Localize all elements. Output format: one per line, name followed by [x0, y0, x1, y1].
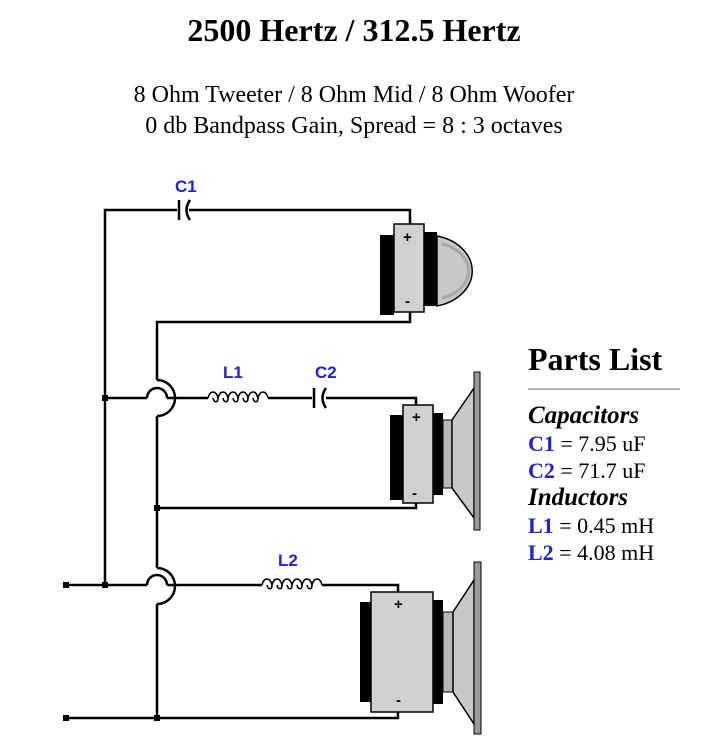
mid-plus-label: +: [412, 409, 421, 426]
part-value: = 0.45 mH: [559, 513, 655, 538]
l1-label: L1: [223, 363, 243, 382]
part-row-l1: L1 = 0.45 mH: [528, 512, 688, 539]
subtitle-drivers: 8 Ohm Tweeter / 8 Ohm Mid / 8 Ohm Woofer: [133, 82, 575, 108]
woofer-minus-label: -: [396, 692, 401, 709]
inductor-l2: [261, 578, 323, 590]
part-ref: C2: [528, 458, 555, 483]
part-row-l2: L2 = 4.08 mH: [528, 539, 688, 566]
tweeter-driver: [380, 223, 473, 315]
part-ref: L1: [528, 513, 554, 538]
tweeter-plus-label: +: [403, 229, 412, 246]
woofer-driver: [360, 561, 482, 735]
part-row-c2: C2 = 71.7 uF: [528, 457, 688, 484]
junction-dot: [154, 715, 160, 721]
input-terminal-positive: [63, 582, 69, 588]
part-row-c1: C1 = 7.95 uF: [528, 430, 688, 457]
part-ref: L2: [528, 540, 554, 565]
inductors-heading: Inductors: [528, 484, 629, 511]
capacitors-heading: Capacitors: [528, 402, 640, 429]
subtitle-gain-spread: 0 db Bandpass Gain, Spread = 8 : 3 octav…: [145, 113, 563, 139]
inductor-l1: [207, 391, 269, 403]
c1-label: C1: [175, 177, 197, 196]
junction-dots: [63, 395, 160, 721]
part-value: = 71.7 uF: [560, 458, 646, 483]
parts-list-title: Parts List: [528, 341, 663, 377]
junction-dot: [102, 395, 108, 401]
parts-list-divider: [528, 388, 680, 390]
l2-label: L2: [278, 551, 298, 570]
part-value: = 4.08 mH: [559, 540, 655, 565]
tweeter-minus-label: -: [405, 293, 410, 310]
woofer-plus-label: +: [394, 596, 403, 613]
part-value: = 7.95 uF: [560, 431, 646, 456]
capacitor-c1: [177, 199, 192, 221]
capacitor-c2: [312, 387, 328, 409]
junction-dot: [102, 582, 108, 588]
parts-list: Parts List Capacitors C1 = 7.95 uF C2 = …: [528, 340, 688, 566]
c2-label: C2: [315, 363, 337, 382]
midrange-driver: [390, 371, 481, 531]
page-title: 2500 Hertz / 312.5 Hertz: [187, 12, 521, 48]
part-ref: C1: [528, 431, 555, 456]
input-terminal-negative: [63, 715, 69, 721]
mid-minus-label: -: [412, 485, 417, 502]
junction-dot: [154, 505, 160, 511]
